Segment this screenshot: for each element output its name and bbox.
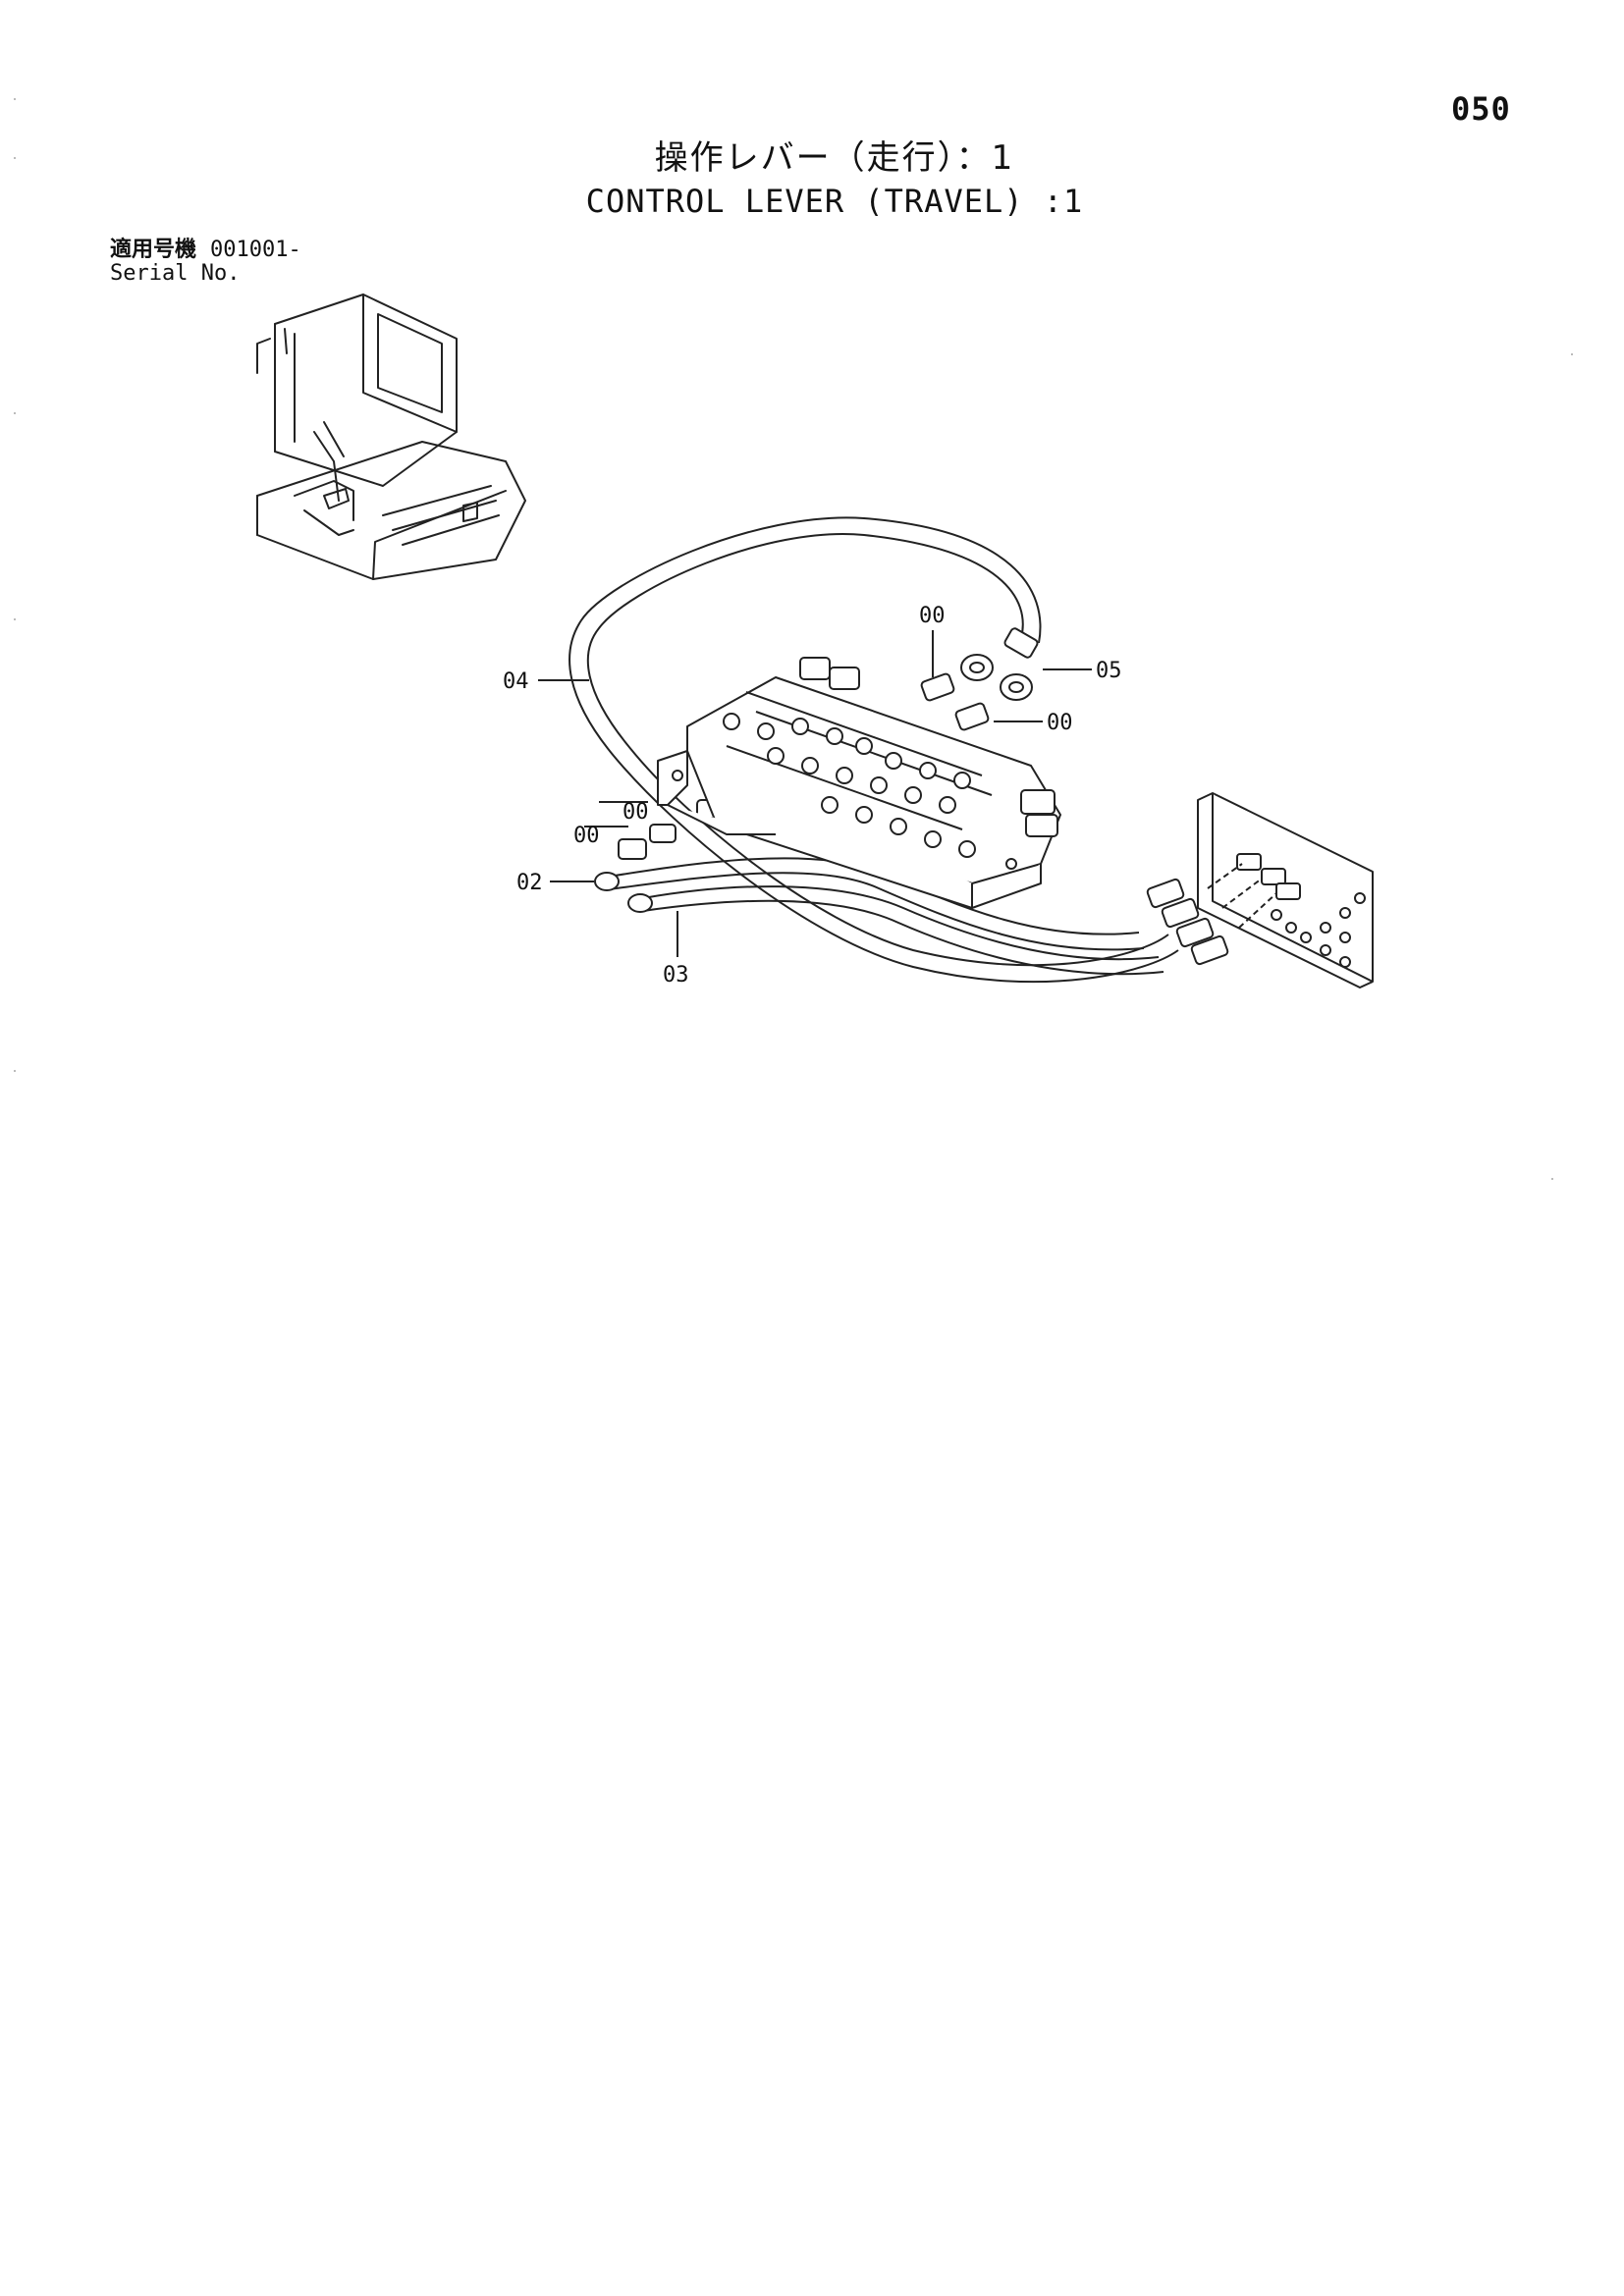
control-valve-block [657,657,1061,909]
scan-speck [14,157,16,159]
callout-04: 04 [503,669,529,694]
scan-speck [1571,353,1573,355]
callout-00-left-b: 00 [573,824,600,848]
callout-00-top: 00 [919,604,946,628]
callout-00-left-a: 00 [623,800,649,825]
title-japanese: 操作レバー（走行）：1 [654,138,1015,178]
title-block: 操作レバー（走行）：1 CONTROL LEVER (TRAVEL) :1 [461,135,1208,222]
scan-speck [1551,1178,1553,1180]
leader-lines [538,630,1092,957]
excavator-locator-illustration [256,294,526,580]
scan-speck [14,98,16,100]
callout-02: 02 [516,871,543,895]
scan-speck [14,412,16,414]
page-number: 050 [1451,90,1511,128]
callout-00-right: 00 [1047,711,1073,735]
serial-label-english: Serial No. [110,261,241,286]
serial-block: 適用号機 001001- Serial No. [110,239,301,286]
scan-speck [14,618,16,620]
plate-connectors [1146,853,1301,966]
serial-value: 001001- [210,238,301,262]
upper-right-fittings [920,627,1039,731]
title-english: CONTROL LEVER (TRAVEL) :1 [585,183,1084,220]
serial-label-japanese: 適用号機 [110,238,197,262]
callout-03: 03 [663,963,689,988]
parts-diagram: 04 00 05 00 00 00 02 03 [256,294,1374,988]
scan-speck [14,1070,16,1072]
hose-04 [568,516,1179,984]
callout-05: 05 [1096,659,1122,683]
